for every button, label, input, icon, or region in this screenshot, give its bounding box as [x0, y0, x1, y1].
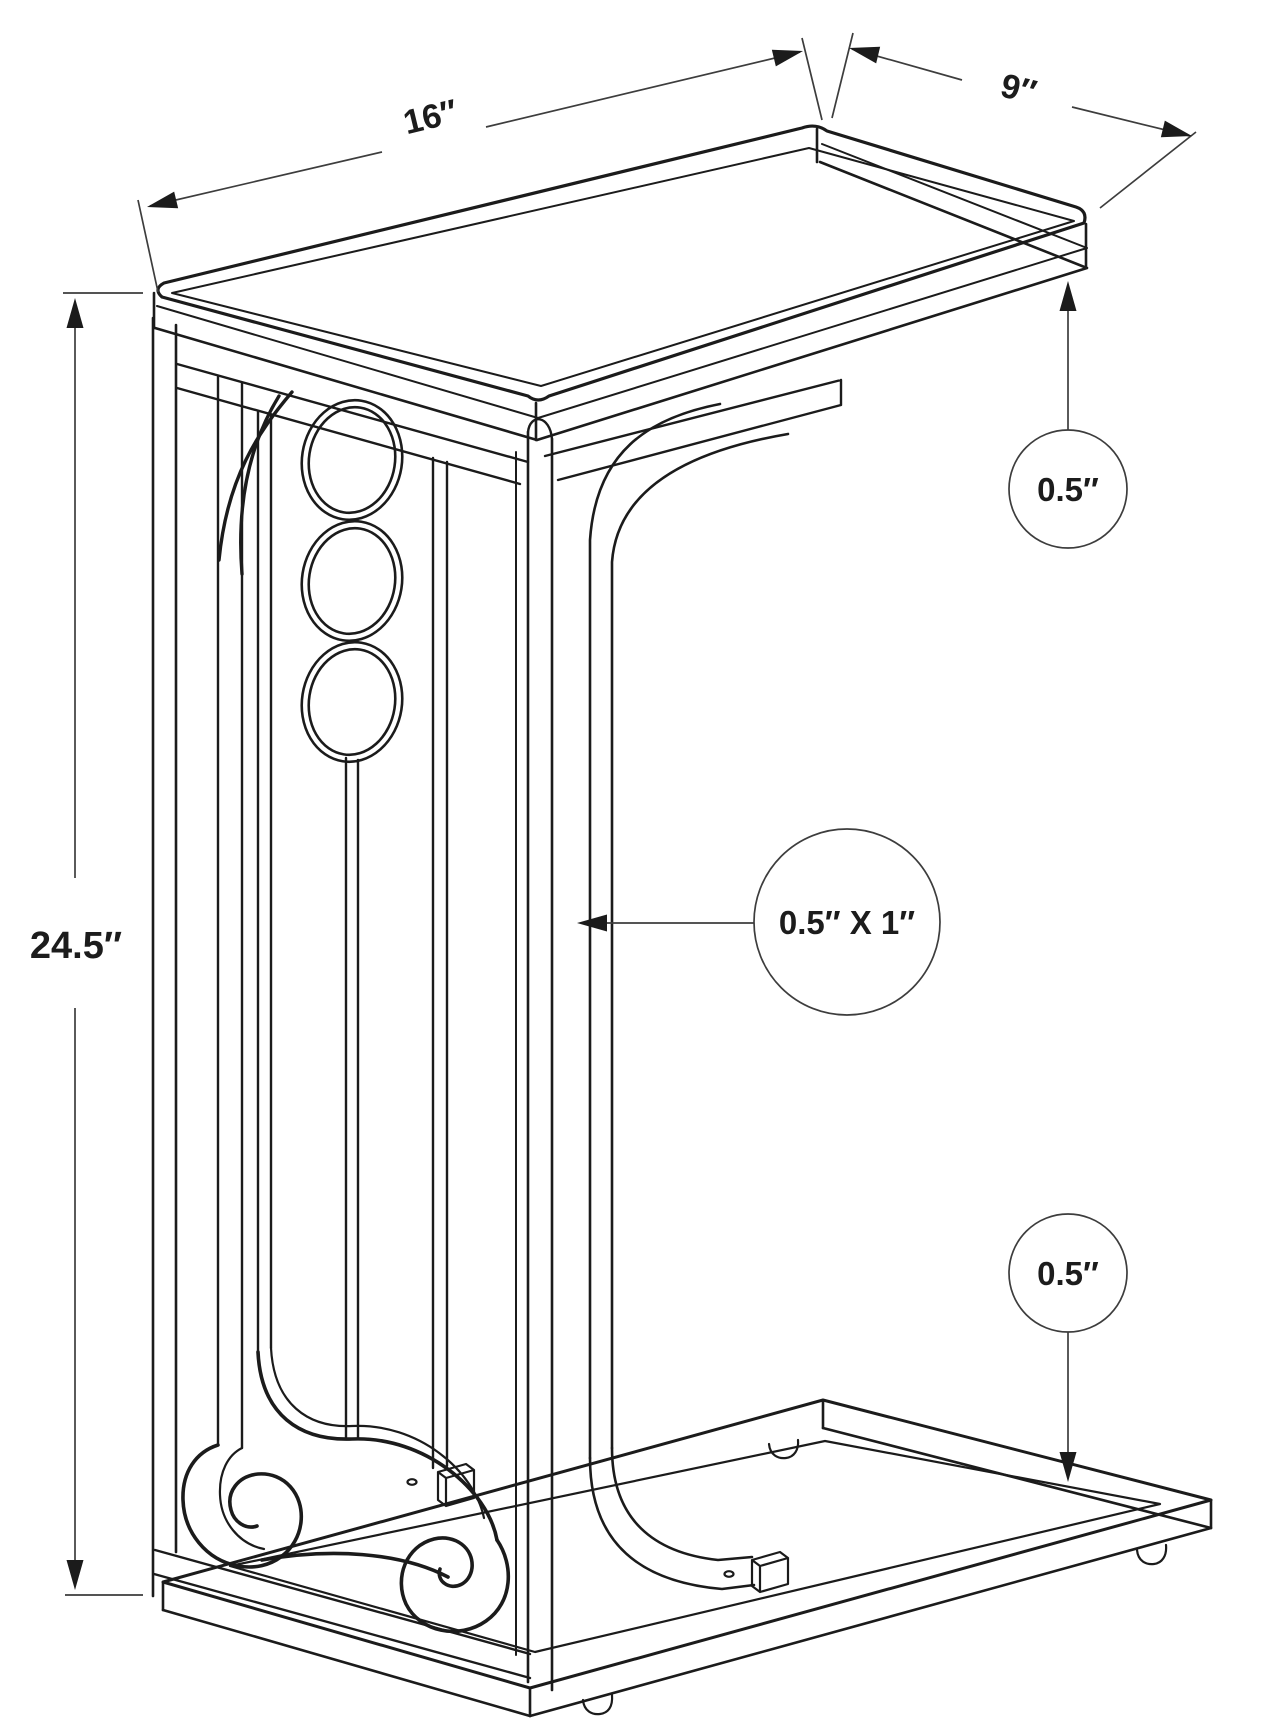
tabletop-corner-edges — [152, 127, 1088, 442]
scrollwork — [181, 1346, 511, 1634]
arrowhead — [147, 191, 179, 209]
arrowhead — [1160, 120, 1192, 138]
callout-circle — [753, 828, 941, 1016]
frame-tube-label: 0.5″ X 1″ — [779, 904, 915, 941]
corner-bracket-inner-curve — [610, 432, 790, 1450]
decorative-ring-1 — [300, 398, 404, 522]
dimension-top-length: 16″ — [137, 37, 823, 293]
vertical-rod-pair — [431, 456, 449, 1470]
decorative-arc-outer — [217, 390, 294, 562]
shelf-inner-frame — [228, 1439, 1162, 1654]
bottom-shelf — [161, 1398, 1213, 1718]
shelf-outer-frame — [161, 1398, 1213, 1690]
panel-top-rail — [175, 362, 530, 486]
tabletop-side-bottom-lines — [153, 160, 1089, 442]
foot-front — [581, 1693, 614, 1716]
corner-bracket-outer-curve — [588, 402, 722, 1460]
scroll-loop-top-curve-2 — [269, 1346, 486, 1520]
extension-lines — [831, 32, 1197, 209]
dimension-line — [149, 51, 801, 207]
decorative-wire-pair — [256, 410, 273, 1354]
callout-top-thickness: 0.5″ — [1008, 281, 1128, 549]
callout-shelf-thickness: 0.5″ — [1008, 1213, 1128, 1482]
scroll-left-spiral — [181, 1443, 304, 1569]
tabletop-outline — [156, 124, 1087, 402]
arrowhead — [66, 1560, 84, 1590]
shelf-cleat-left — [406, 1462, 476, 1508]
support-bottom-curve-inner — [610, 1446, 754, 1562]
shelf-thickness-label: 0.5″ — [1037, 1255, 1099, 1292]
decorative-arc-inner — [239, 394, 281, 576]
overall-height-label: 24.5″ — [30, 925, 122, 967]
shelf-feet — [581, 1438, 1168, 1716]
arrowhead — [577, 914, 607, 932]
shelf-corner-edges — [161, 1398, 1213, 1718]
scroll-left-spiral-inner-line — [218, 1446, 266, 1551]
decorative-ring-3 — [300, 640, 404, 764]
shelf-side-bottom-lines — [161, 1426, 1213, 1718]
top-length-label: 16″ — [400, 92, 462, 142]
left-side-panel — [151, 316, 554, 1692]
arrowhead — [1059, 1452, 1077, 1482]
dimension-annotations: 16″ 9″ 24.5″ 0.5″ — [30, 32, 1197, 1596]
arrowhead — [1059, 281, 1077, 311]
dimension-overall-height: 24.5″ — [30, 292, 143, 1596]
extension-lines — [137, 37, 823, 293]
tick-lines — [63, 292, 143, 1596]
table-drawing — [151, 124, 1213, 1718]
top-thickness-label: 0.5″ — [1037, 471, 1099, 508]
front-leg — [526, 430, 554, 1692]
front-leg-cap — [526, 418, 554, 441]
scroll-right-spiral — [399, 1536, 511, 1634]
tabletop — [152, 124, 1089, 442]
c-support — [543, 378, 843, 1591]
arrowhead — [66, 298, 84, 328]
foot-back — [767, 1438, 800, 1460]
ring-stem — [344, 756, 360, 1440]
screw-hole — [406, 1478, 418, 1486]
arrowhead — [849, 46, 881, 64]
decorative-ring-2 — [300, 519, 404, 643]
apron-strip — [543, 378, 843, 482]
screw-hole — [723, 1570, 735, 1578]
top-depth-label: 9″ — [997, 67, 1040, 112]
arrowhead — [771, 49, 803, 67]
left-leg — [151, 316, 178, 1598]
dimension-top-depth: 9″ — [831, 32, 1197, 209]
callout-frame-tube: 0.5″ X 1″ — [577, 828, 941, 1016]
shelf-cleat-right — [723, 1550, 790, 1594]
scroll-loop-top-curve — [256, 1350, 499, 1542]
scroll-loop-bottom-curve — [260, 1551, 450, 1579]
tabletop-side-mid-lines — [156, 143, 1088, 419]
foot-right — [1135, 1543, 1168, 1566]
tabletop-bevel-line — [171, 147, 1075, 387]
